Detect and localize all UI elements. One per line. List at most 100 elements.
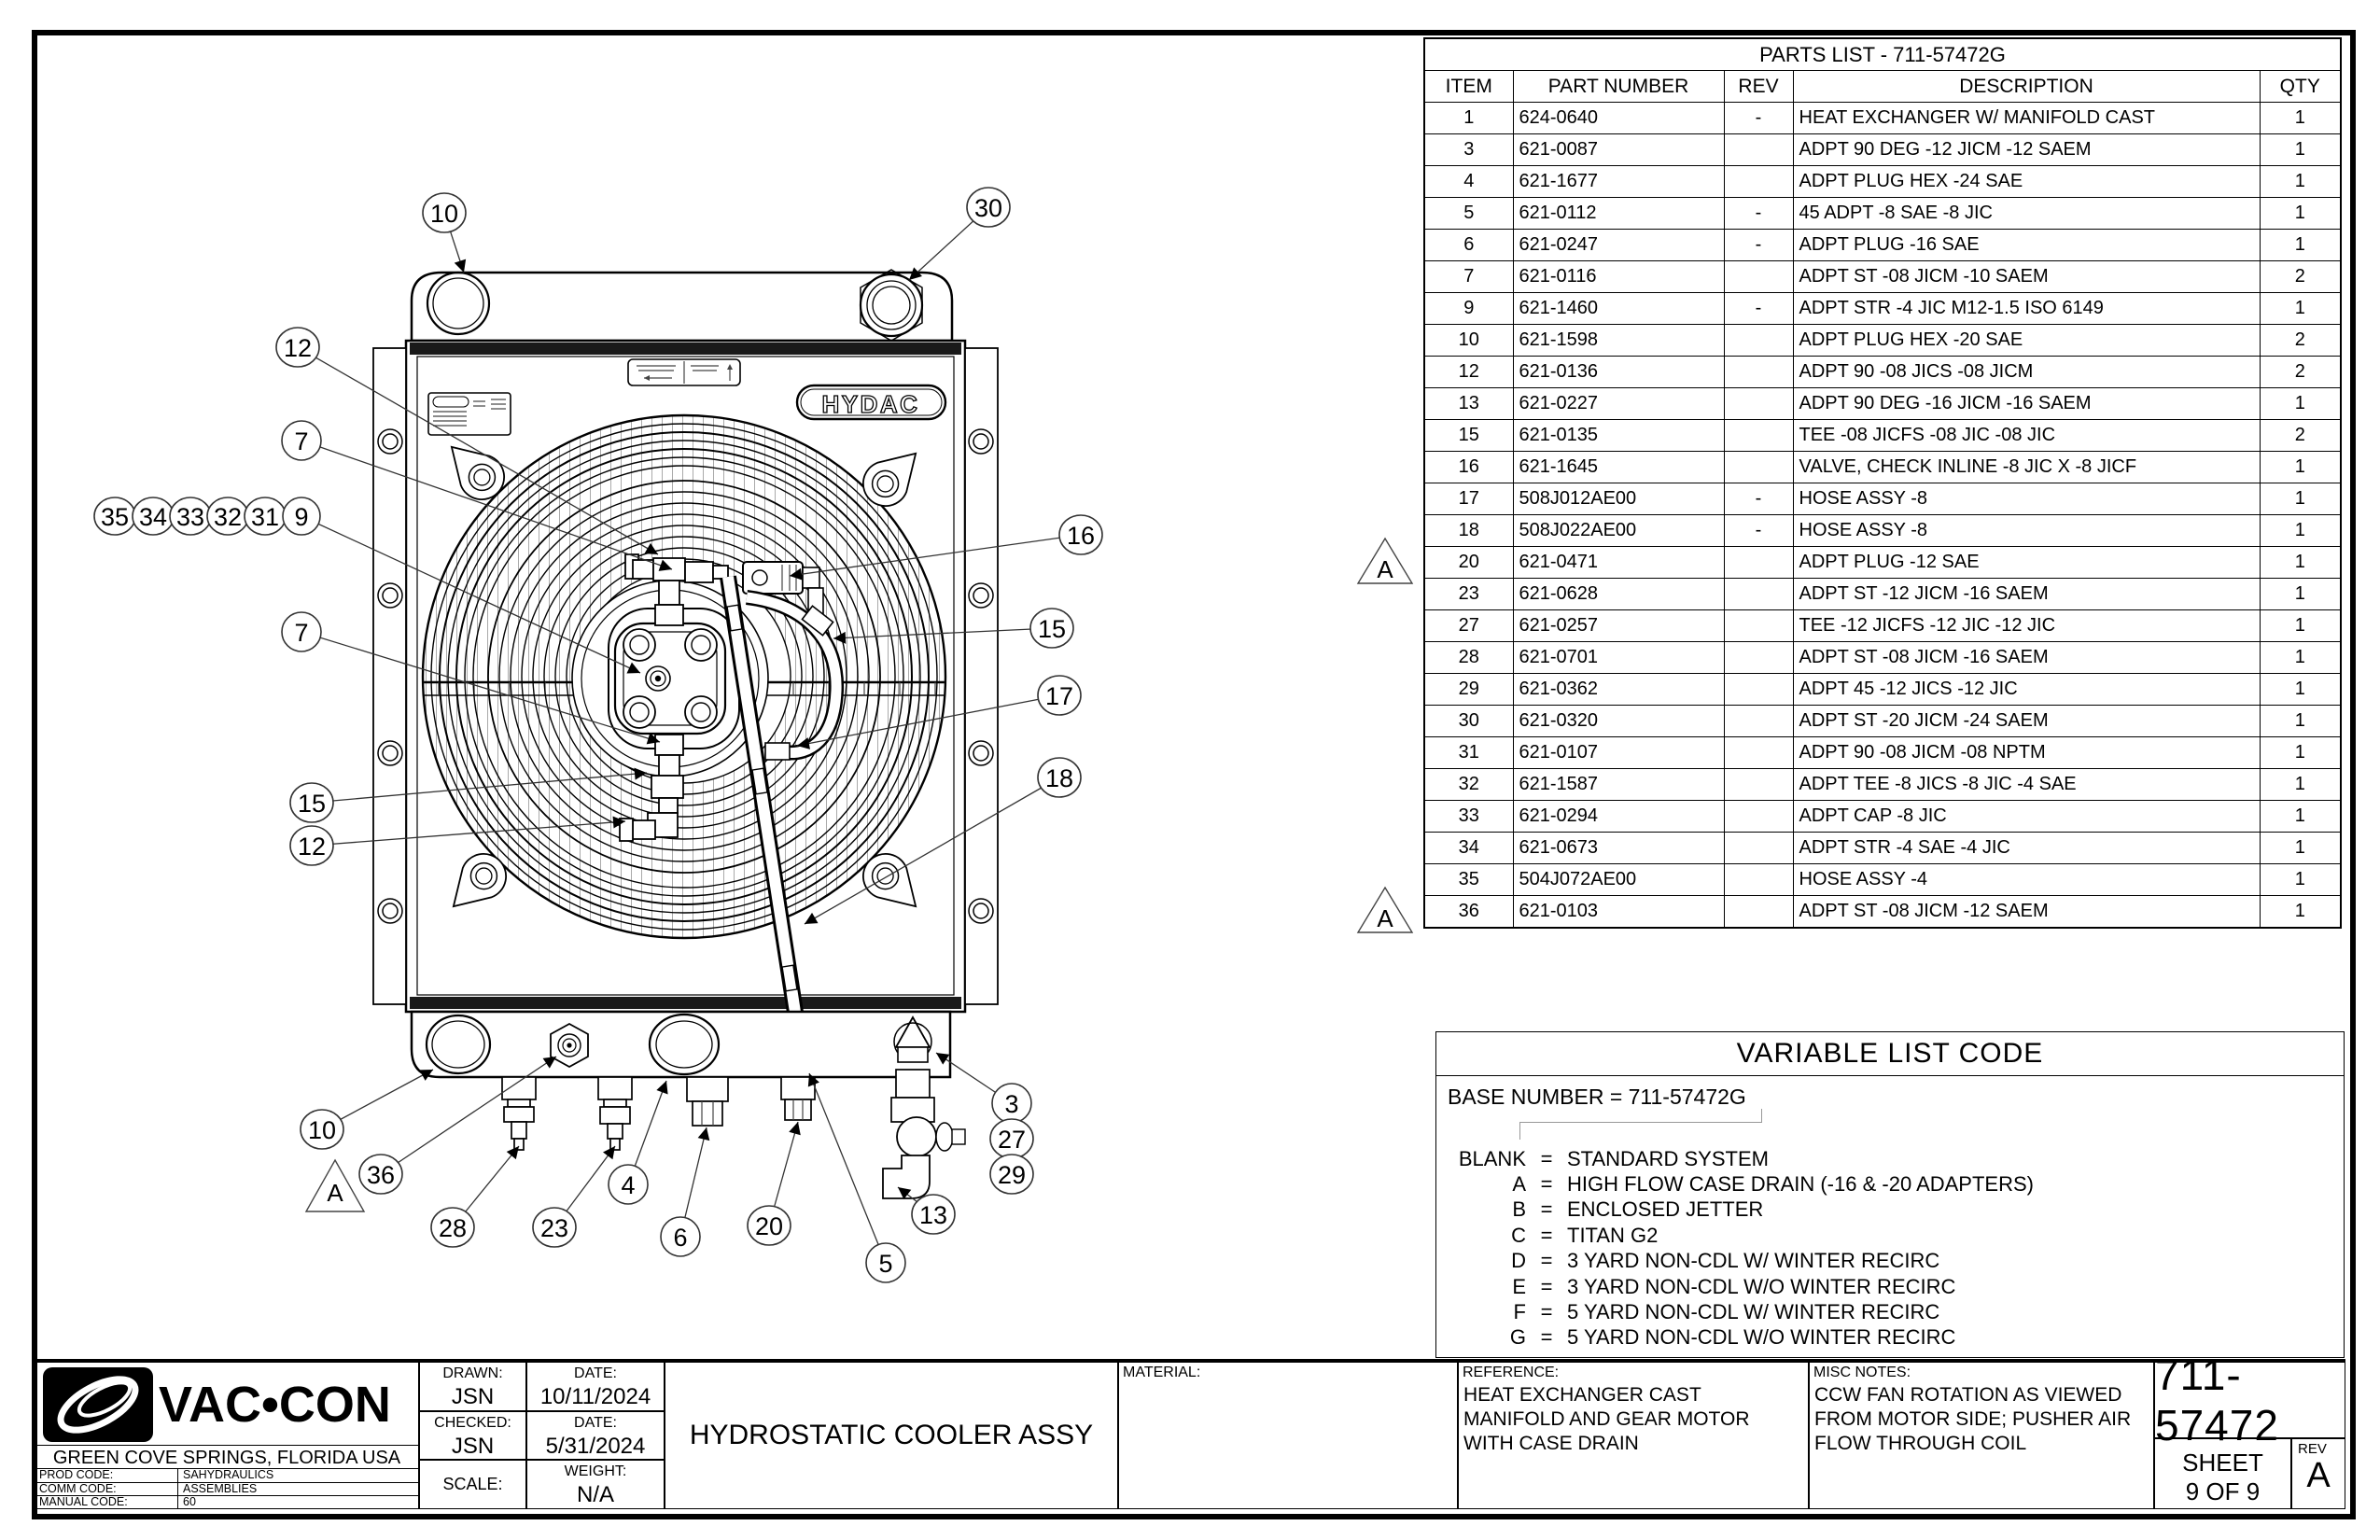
svg-text:13: 13 (919, 1201, 947, 1229)
drawn-date-cell: DATE: 10/11/2024 (526, 1362, 665, 1411)
vac-con-logo: VAC•CON (35, 1363, 418, 1445)
variable-code-row: E = 3 YARD NON-CDL W/O WINTER RECIRC (1436, 1274, 2344, 1299)
drain-valve-cluster (882, 1069, 966, 1199)
bottom-manifold (410, 1010, 966, 1199)
variable-desc: STANDARD SYSTEM (1567, 1146, 1769, 1170)
svg-text:10: 10 (430, 200, 458, 228)
callout-16: 16 (1058, 514, 1103, 555)
equals-sign: = (1540, 1172, 1553, 1197)
part-item-number: 16 (1423, 451, 1514, 483)
part-qty: 2 (2259, 356, 2342, 388)
company-code-row: COMM CODE: ASSEMBLIES (35, 1481, 420, 1495)
part-qty: 1 (2259, 800, 2342, 833)
lower-fittings (619, 734, 684, 842)
part-qty: 1 (2259, 673, 2342, 706)
cooler-assembly-drawing: HYDAC (93, 187, 1103, 1283)
svg-text:5: 5 (878, 1250, 892, 1278)
part-qty: 1 (2259, 641, 2342, 674)
equals-sign: = (1540, 1274, 1553, 1298)
part-rev (1723, 863, 1794, 896)
part-number: 621-0628 (1512, 578, 1725, 610)
part-description: ADPT ST -08 JICM -16 SAEM (1792, 641, 2261, 674)
part-number: 621-1598 (1512, 324, 1725, 357)
svg-text:28: 28 (439, 1214, 467, 1242)
part-number: 621-1587 (1512, 768, 1725, 801)
sheet-label: SHEET (2182, 1449, 2263, 1477)
company-location: GREEN COVE SPRINGS, FLORIDA USA (35, 1445, 418, 1470)
svg-text:9: 9 (294, 503, 308, 531)
svg-text:16: 16 (1067, 522, 1095, 550)
part-description: ADPT PLUG HEX -20 SAE (1792, 324, 2261, 357)
hydac-brand-plate: HYDAC (795, 384, 947, 421)
part-qty: 2 (2259, 419, 2342, 452)
part-number-cell: 711-57472 (2154, 1351, 2345, 1449)
part-rev (1723, 546, 1794, 579)
part-rev: - (1723, 483, 1794, 515)
svg-text:27: 27 (998, 1126, 1026, 1154)
part-description: ADPT PLUG -16 SAE (1792, 229, 2261, 261)
part-number: 621-0294 (1512, 800, 1725, 833)
part-item-number: 35 (1423, 863, 1514, 896)
part-item-number: 10 (1423, 324, 1514, 357)
parts-list-row: 35 504J072AE00 HOSE ASSY -4 1 (1423, 863, 2342, 896)
variable-code-row: F = 5 YARD NON-CDL W/ WINTER RECIRC (1436, 1299, 2344, 1324)
parts-list-table: PARTS LIST - 711-57472G ITEM PART NUMBER… (1423, 37, 2342, 929)
guard-mount-ears (450, 445, 917, 908)
equals-sign: = (1540, 1325, 1553, 1350)
parts-list-row: 4 621-1677 ADPT PLUG HEX -24 SAE 1 (1423, 165, 2342, 198)
part-description: ADPT 90 DEG -16 JICM -16 SAEM (1792, 387, 2261, 420)
part-item-number: 12 (1423, 356, 1514, 388)
part-qty: 1 (2259, 165, 2342, 198)
part-description: ADPT ST -12 JICM -16 SAEM (1792, 578, 2261, 610)
checked-date-value: 5/31/2024 (545, 1433, 646, 1459)
part-description: ADPT TEE -8 JICS -8 JIC -4 SAE (1792, 768, 2261, 801)
part-number: 621-1460 (1512, 292, 1725, 325)
part-item-number: 30 (1423, 705, 1514, 737)
part-rev (1723, 324, 1794, 357)
svg-text:15: 15 (298, 790, 326, 818)
svg-text:20: 20 (755, 1212, 783, 1240)
scale-label: SCALE: (442, 1475, 503, 1494)
part-number: 621-0701 (1512, 641, 1725, 674)
base-number-connector (1519, 1122, 1762, 1123)
plug-item-6 (686, 1076, 729, 1127)
part-description: HOSE ASSY -8 (1792, 483, 2261, 515)
callout-34: 34 (132, 497, 175, 536)
part-item-number: 5 (1423, 197, 1514, 230)
part-rev: - (1723, 514, 1794, 547)
connector-left-drop (1519, 1122, 1520, 1140)
parts-list-row: 6 621-0247 - ADPT PLUG -16 SAE 1 (1423, 229, 2342, 261)
callout-33: 33 (169, 497, 212, 536)
callout-28: 28 (430, 1207, 475, 1248)
variable-desc: 3 YARD NON-CDL W/O WINTER RECIRC (1567, 1274, 1956, 1298)
part-description: ADPT STR -4 JIC M12-1.5 ISO 6149 (1792, 292, 2261, 325)
parts-list-row: 9 621-1460 - ADPT STR -4 JIC M12-1.5 ISO… (1423, 292, 2342, 325)
port-center (648, 1013, 721, 1076)
detail-flag-a-item-36: A (1355, 885, 1415, 935)
gear-motor (571, 580, 769, 777)
sheet-cell: SHEET 9 OF 9 (2154, 1438, 2291, 1509)
part-number: 621-0257 (1512, 609, 1725, 642)
part-item-number: 29 (1423, 673, 1514, 706)
col-header-part-number: PART NUMBER (1512, 70, 1725, 103)
variable-code-row: BLANK = STANDARD SYSTEM (1436, 1146, 2344, 1171)
parts-list-row: 3 621-0087 ADPT 90 DEG -12 JICM -12 SAEM… (1423, 133, 2342, 166)
misc-notes-text: CCW FAN ROTATION AS VIEWED FROM MOTOR SI… (1814, 1384, 2132, 1454)
variable-desc: ENCLOSED JETTER (1567, 1197, 1764, 1222)
part-qty: 1 (2259, 578, 2342, 610)
fan-rotation-sticker (627, 358, 741, 386)
part-rev (1723, 832, 1794, 864)
part-item-number: 7 (1423, 260, 1514, 293)
part-number: 504J072AE00 (1512, 863, 1725, 896)
part-number: 508J012AE00 (1512, 483, 1725, 515)
part-rev (1723, 609, 1794, 642)
weight-cell: WEIGHT: N/A (526, 1460, 665, 1509)
part-rev (1723, 705, 1794, 737)
checked-date-cell: DATE: 5/31/2024 (526, 1410, 665, 1461)
parts-list-row: 10 621-1598 ADPT PLUG HEX -20 SAE 2 (1423, 324, 2342, 357)
material-cell: MATERIAL: (1118, 1362, 1458, 1509)
weight-value: N/A (576, 1482, 614, 1508)
fan-guard (421, 413, 947, 940)
variable-desc: 3 YARD NON-CDL W/ WINTER RECIRC (1567, 1249, 1940, 1273)
reference-label: REFERENCE: (1463, 1365, 1560, 1380)
